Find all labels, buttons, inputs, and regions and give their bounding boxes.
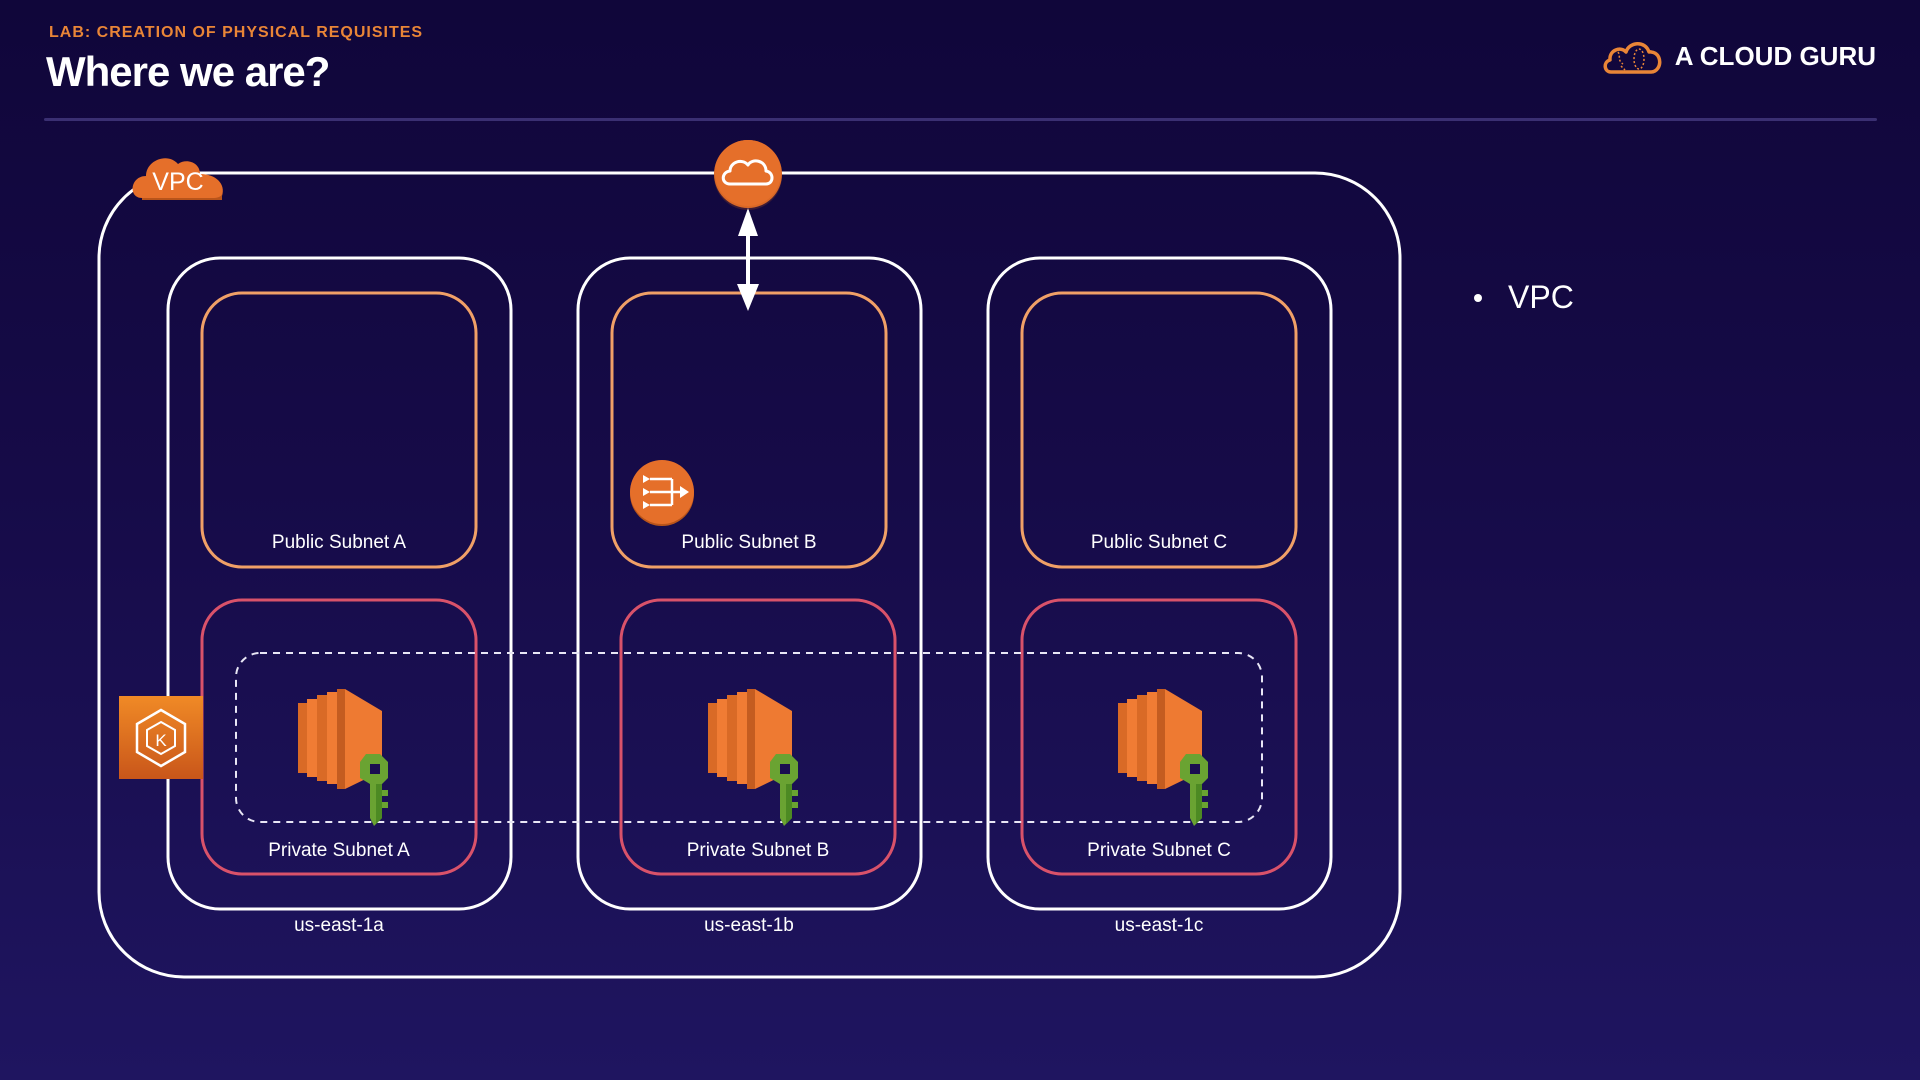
key-pair-icon-a	[360, 754, 388, 826]
vpc-cloud-icon: VPC	[132, 158, 223, 200]
bullet-item: VPC	[1474, 279, 1574, 316]
vpc-label: VPC	[152, 168, 203, 196]
bullet-dot	[1474, 293, 1482, 302]
eks-icon: K	[119, 696, 203, 779]
availability-zone-b	[576, 256, 923, 911]
public-subnet-a	[200, 291, 478, 569]
igw-arrow	[737, 208, 759, 311]
public-subnet-c	[1020, 291, 1298, 569]
public-subnet-b	[610, 291, 888, 569]
private-subnet-c	[1020, 598, 1298, 876]
availability-zone-c	[986, 256, 1333, 911]
page-title: Where we are?	[46, 48, 330, 95]
key-pair-icon-c	[1180, 754, 1208, 826]
brand-name: A CLOUD GURU	[1674, 40, 1876, 71]
az-a-label: us-east-1a	[294, 915, 384, 936]
az-b-label: us-east-1b	[704, 915, 794, 936]
internet-gateway-cloud-icon	[714, 140, 782, 210]
public-subnet-b-label: Public Subnet B	[681, 532, 816, 553]
bullet-list: VPC	[1474, 279, 1574, 316]
az-c-label: us-east-1c	[1115, 915, 1204, 936]
public-subnet-c-label: Public Subnet C	[1091, 532, 1227, 553]
section-eyebrow: LAB: CREATION OF PHYSICAL REQUISITES	[49, 24, 424, 41]
brand-logo: A CLOUD GURU	[1601, 36, 1876, 76]
eks-k-label: K	[155, 731, 167, 750]
nat-gateway-icon	[630, 460, 694, 526]
availability-zone-a	[166, 256, 513, 911]
key-pair-icon-b	[770, 754, 798, 826]
private-subnet-a-label: Private Subnet A	[268, 840, 410, 861]
header-divider	[44, 118, 1877, 121]
public-subnet-a-label: Public Subnet A	[272, 532, 406, 553]
cloud-logo-icon	[1603, 42, 1662, 74]
private-subnet-c-label: Private Subnet C	[1087, 840, 1231, 861]
node-group-boundary	[235, 652, 1263, 823]
private-subnet-b	[619, 598, 897, 876]
private-subnet-b-label: Private Subnet B	[687, 840, 830, 861]
bullet-text: VPC	[1508, 279, 1574, 315]
